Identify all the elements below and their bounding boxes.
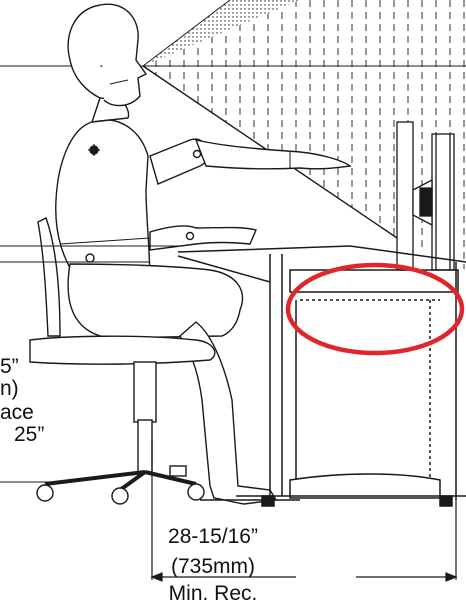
seated-human-figure <box>55 3 352 505</box>
dimension-arrow <box>150 440 458 582</box>
workstation-desk <box>177 245 466 507</box>
left-label-line1: 5” <box>0 355 19 378</box>
left-label-line2: n) <box>0 377 19 400</box>
office-chair <box>29 217 216 505</box>
dimension-inches: 28-15/16” <box>168 525 258 548</box>
reference-lines <box>0 245 180 483</box>
dimension-mm: (735mm) <box>170 555 255 578</box>
left-label-line3: ace <box>0 401 34 424</box>
dimension-note: Min. Rec. <box>168 582 258 605</box>
highlight-ellipse <box>285 262 465 356</box>
left-label-line4: 25” <box>14 423 45 446</box>
